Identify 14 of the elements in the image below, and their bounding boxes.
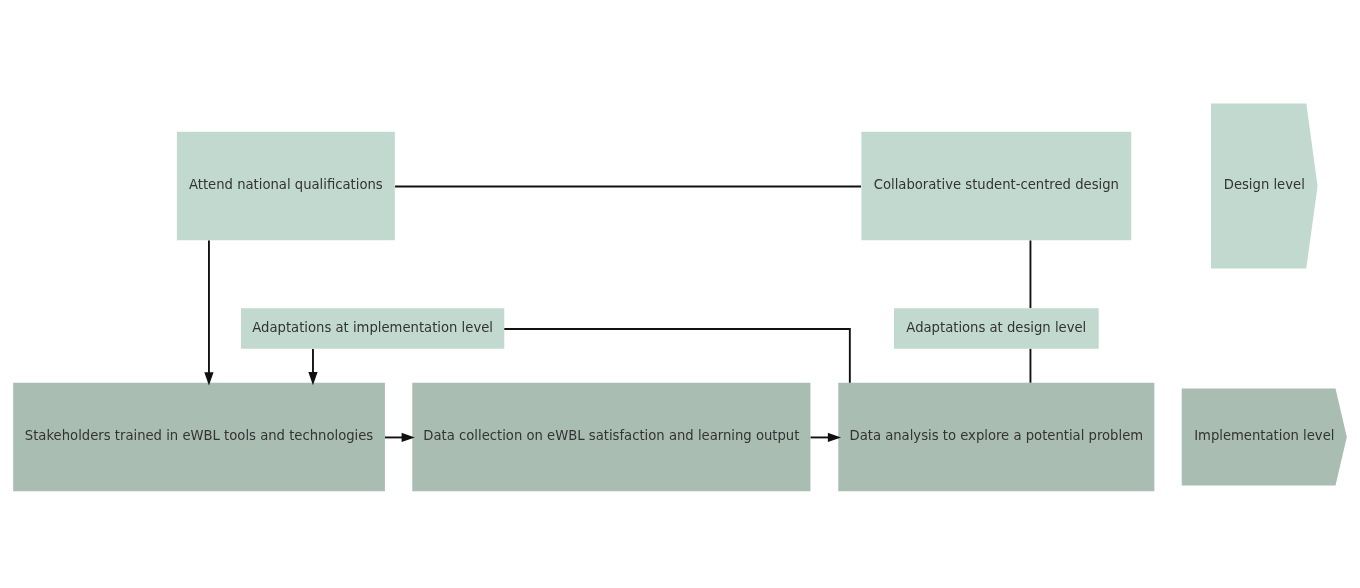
node-box: Data analysis to explore a potential problem: [838, 382, 1155, 491]
connector: [503, 327, 851, 384]
node-box: Adaptations at implementation level: [241, 307, 505, 349]
arrow: [809, 432, 842, 442]
node-box: Data collection on eWBL satisfaction and learning output: [412, 382, 811, 491]
arrow: [204, 239, 214, 385]
node-box: Stakeholders trained in eWBL tools and technologies: [13, 382, 385, 491]
connector: [1029, 239, 1032, 309]
node-box: Attend national qualifications: [176, 131, 395, 240]
connector: [1029, 347, 1032, 384]
connector: [394, 185, 862, 187]
node-box: Adaptations at design level: [893, 307, 1099, 349]
arrow: [308, 347, 318, 385]
node-box: Collaborative student-centred design: [861, 131, 1132, 240]
